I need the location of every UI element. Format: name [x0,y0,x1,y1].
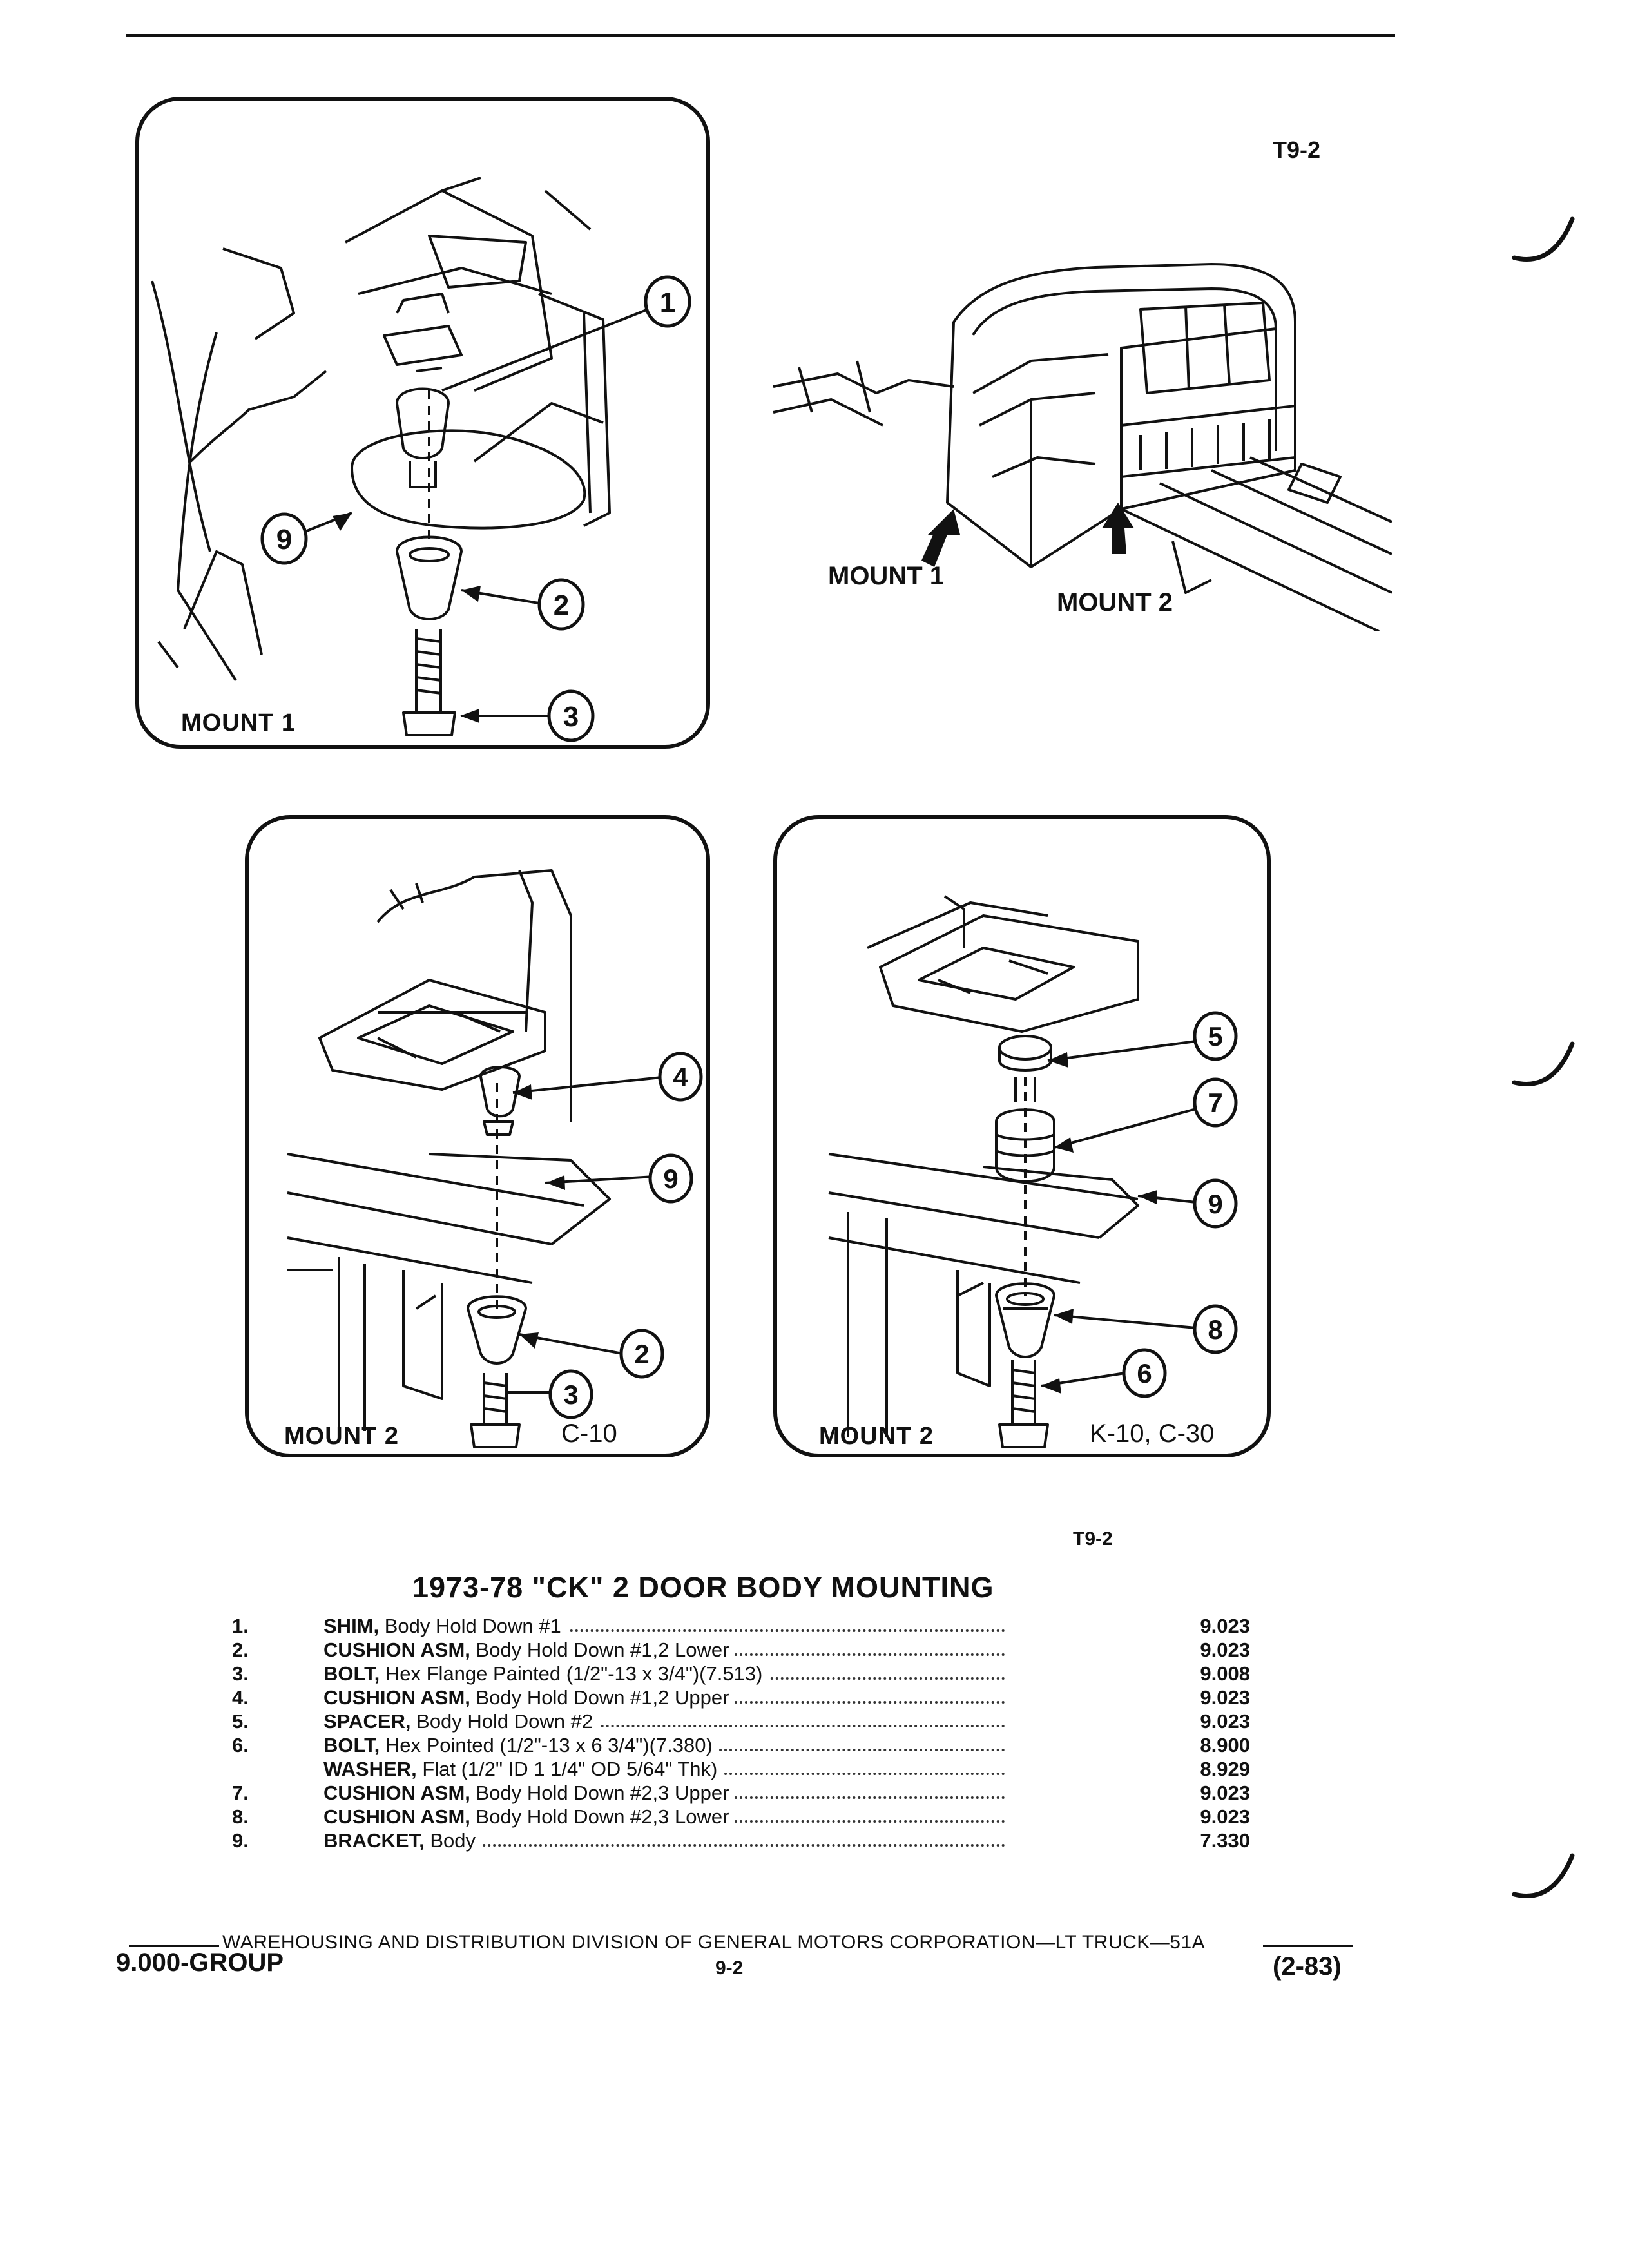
mount2-c10-callout: 3 [563,1379,578,1410]
part-description: Body Hold Down #1,2 Lower [476,1639,729,1661]
mount2-k10-callout: 7 [1208,1088,1222,1118]
part-group-number: 9.023 [1200,1805,1250,1828]
part-number: 3. [232,1662,249,1685]
mount2-k10-callout: 8 [1208,1314,1222,1345]
cab-frame-view: MOUNT 1 MOUNT 2 [773,263,1392,631]
binder-mark-icon [1512,216,1575,262]
part-number: 1. [232,1615,249,1637]
mount2-c10-callout: 9 [663,1164,678,1194]
part-row: WASHER, Flat (1/2" ID 1 1/4" OD 5/64" Th… [232,1757,1250,1781]
mount1-callout: 9 [276,524,292,555]
page-code-top: T9-2 [1273,137,1321,163]
part-number: 2. [232,1639,249,1661]
part-name: SPACER, [323,1710,411,1733]
part-name: BOLT, [323,1662,380,1685]
mount2-k10-callout: 5 [1208,1021,1222,1052]
mount2-c10-drawing: 4 9 2 3 [287,869,703,1448]
part-group-number: 9.023 [1200,1639,1250,1661]
part-description: Body Hold Down #1 [384,1615,561,1637]
part-description: Body Hold Down #2,3 Upper [476,1782,729,1804]
part-description: Flat (1/2" ID 1 1/4" OD 5/64" Thk) [422,1758,718,1780]
footer-rule-right [1263,1945,1353,1947]
mount1-callout: 2 [554,590,569,621]
part-row: 9. BRACKET, Body 7.330 [232,1829,1250,1852]
mount2-c10-variant: C-10 [561,1419,617,1448]
page-title: 1973-78 "CK" 2 DOOR BODY MOUNTING [412,1571,994,1604]
parts-list: 1. SHIM, Body Hold Down #1 9.023 2. CUSH… [232,1614,1250,1852]
part-name: CUSHION ASM, [323,1686,470,1709]
part-number: 7. [232,1782,249,1804]
footer-rule-left [129,1945,219,1947]
part-group-number: 8.929 [1200,1758,1250,1780]
part-row: 8. CUSHION ASM, Body Hold Down #2,3 Lowe… [232,1805,1250,1829]
part-name: CUSHION ASM, [323,1639,470,1661]
mount2-c10-figure: 4 9 2 3 MOUNT 2 C-10 [245,815,710,1457]
part-name: WASHER, [323,1758,417,1780]
mount2-k10-figure: 5 7 9 8 6 MOUNT 2 K-10, C-30 [773,815,1271,1457]
footer-page-number: 9-2 [715,1957,744,1979]
part-name: SHIM, [323,1615,380,1637]
mount1-callout: 3 [563,701,579,733]
part-number: 4. [232,1686,249,1709]
binder-mark-icon [1512,1853,1575,1898]
part-description: Body Hold Down #1,2 Upper [476,1686,729,1709]
mount2-k10-callout: 6 [1137,1358,1152,1389]
footer-revision-date: (2-83) [1273,1952,1342,1981]
part-group-number: 7.330 [1200,1829,1250,1852]
mount2-c10-callout: 2 [634,1339,649,1369]
part-number: 9. [232,1829,249,1852]
part-row: 3. BOLT, Hex Flange Painted (1/2"-13 x 3… [232,1662,1250,1686]
mount2-k10-variant: K-10, C-30 [1090,1419,1215,1448]
part-group-number: 9.023 [1200,1615,1250,1637]
part-row: 2. CUSHION ASM, Body Hold Down #1,2 Lowe… [232,1638,1250,1662]
binder-mark-icon [1512,1041,1575,1086]
part-group-number: 8.900 [1200,1734,1250,1756]
part-row: 4. CUSHION ASM, Body Hold Down #1,2 Uppe… [232,1686,1250,1709]
page-code-mid: T9-2 [1073,1528,1113,1550]
part-row: 7. CUSHION ASM, Body Hold Down #2,3 Uppe… [232,1781,1250,1805]
footer-group-label: 9.000-GROUP [116,1948,284,1977]
part-description: Body Hold Down #2 [416,1710,593,1733]
part-number: 5. [232,1710,249,1733]
part-group-number: 9.023 [1200,1782,1250,1804]
part-row: 1. SHIM, Body Hold Down #1 9.023 [232,1614,1250,1638]
part-name: BRACKET, [323,1829,425,1852]
part-number: 8. [232,1805,249,1828]
part-description: Hex Pointed (1/2"-13 x 6 3/4")(7.380) [385,1734,713,1756]
mount2-k10-label: MOUNT 2 [819,1423,934,1450]
part-row: 6. BOLT, Hex Pointed (1/2"-13 x 6 3/4")(… [232,1733,1250,1757]
cab-mount1-label: MOUNT 1 [828,562,944,590]
footer-division-text: WAREHOUSING AND DISTRIBUTION DIVISION OF… [222,1932,1206,1953]
part-name: CUSHION ASM, [323,1805,470,1828]
part-name: CUSHION ASM, [323,1782,470,1804]
part-description: Body Hold Down #2,3 Lower [476,1805,729,1828]
mount2-c10-label: MOUNT 2 [284,1423,399,1450]
part-group-number: 9.008 [1200,1662,1250,1685]
part-group-number: 9.023 [1200,1710,1250,1733]
mount1-callout: 1 [660,287,675,318]
part-number: 6. [232,1734,249,1756]
mount2-k10-callout: 9 [1208,1189,1222,1219]
cab-mount2-label: MOUNT 2 [1057,588,1173,617]
header-rule [126,34,1395,37]
mount1-label: MOUNT 1 [181,709,296,736]
part-row: 5. SPACER, Body Hold Down #2 9.023 [232,1709,1250,1733]
part-name: BOLT, [323,1734,380,1756]
part-group-number: 9.023 [1200,1686,1250,1709]
mount2-c10-callout: 4 [673,1062,688,1092]
part-description: Hex Flange Painted (1/2"-13 x 3/4")(7.51… [385,1662,763,1685]
mount1-figure: 1 9 2 3 MOUNT 1 [135,97,710,749]
mount1-drawing: 1 9 2 3 [151,177,691,742]
mount2-k10-drawing: 5 7 9 8 6 [828,895,1238,1448]
part-description: Body [430,1829,476,1852]
